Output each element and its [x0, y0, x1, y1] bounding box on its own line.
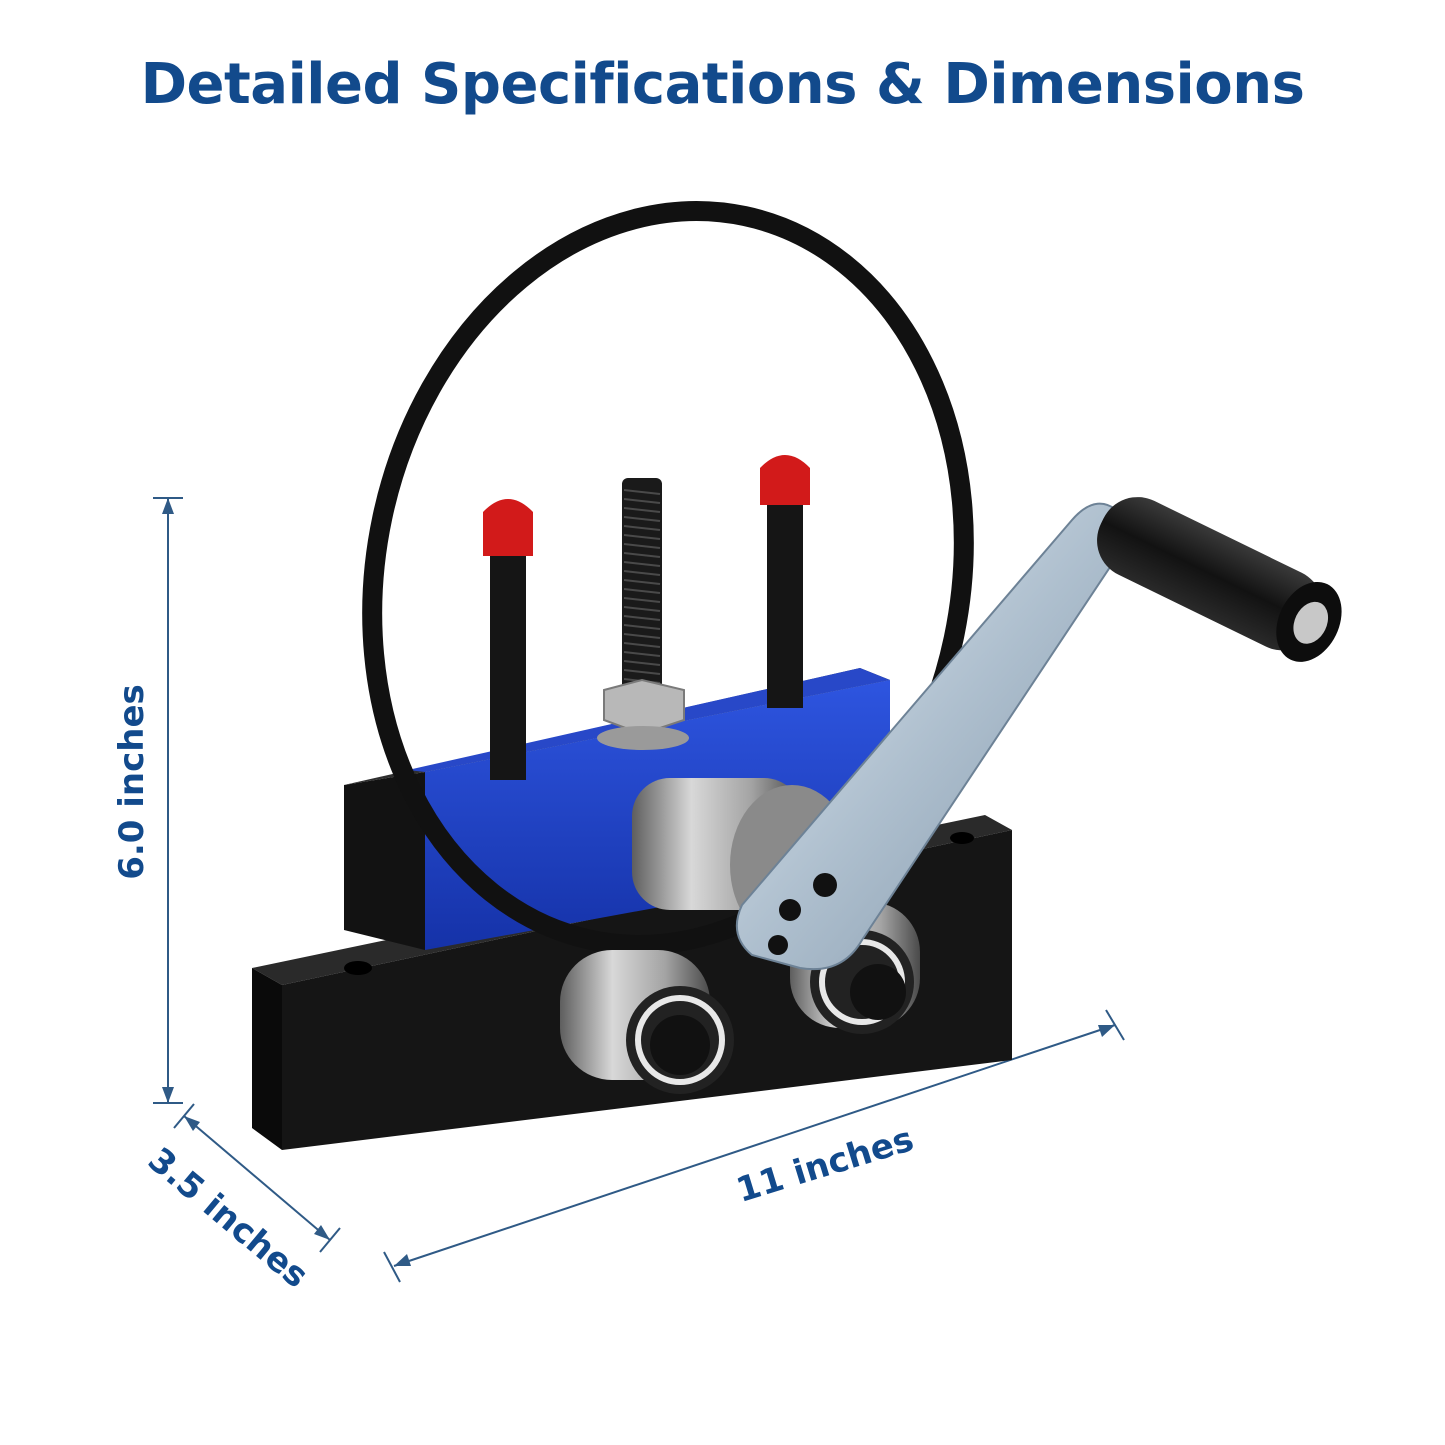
bolt-thread: [623, 543, 661, 549]
crank-grip-end-cap: [1293, 601, 1329, 644]
depth-dimension-line: [183, 1115, 331, 1241]
guide-pin-left: [483, 499, 533, 780]
width-dimension-cap-left: [383, 1251, 401, 1283]
crank-arm-plate: [735, 502, 1130, 971]
depth-arrow-top: [184, 1116, 200, 1131]
height-arrow-top: [162, 498, 174, 514]
bolt-thread: [623, 498, 661, 504]
guide-pin-right: [760, 455, 810, 708]
roller-left-hub: [650, 1015, 710, 1075]
base-mount-hole: [344, 961, 372, 975]
bolt-thread: [623, 615, 661, 621]
upper-bar-face: [344, 772, 425, 950]
bolt-thread: [623, 633, 661, 639]
metal-band-ring: [362, 201, 974, 955]
bolt-thread: [623, 525, 661, 531]
roller-left: [560, 950, 734, 1094]
bolt-washer: [597, 726, 689, 750]
bolt-thread: [623, 534, 661, 540]
bolt-thread: [623, 552, 661, 558]
bolt-thread: [623, 570, 661, 576]
height-arrow-bottom: [162, 1087, 174, 1103]
bolt-thread: [623, 516, 661, 522]
width-arrow-left: [394, 1254, 411, 1266]
pin-left-shaft: [490, 525, 526, 780]
roller-right-hub: [850, 964, 906, 1020]
bolt-thread: [623, 624, 661, 630]
crank-arm: [735, 502, 1130, 971]
dimension-arrow: [153, 497, 1125, 1283]
bolt-thread: [623, 588, 661, 594]
bolt-threads: [623, 489, 661, 684]
crank-grip-body: [1097, 497, 1324, 651]
crank-arm-bolt-2: [779, 899, 801, 921]
bolt-thread: [623, 489, 661, 495]
page-title: Detailed Specifications & Dimensions: [140, 52, 1305, 117]
roller-left-bearing-race: [635, 995, 725, 1085]
threaded-bolt: [597, 478, 689, 750]
bolt-thread: [623, 669, 661, 675]
bolt-nut: [603, 678, 685, 736]
bolt-thread: [623, 606, 661, 612]
crank-grip: [1097, 497, 1342, 662]
base-mount-hole-right: [950, 832, 974, 844]
bolt-thread: [623, 642, 661, 648]
base-block-side-face: [252, 968, 282, 1150]
width-dimension-line: [393, 1024, 1116, 1267]
crank-arm-bolt-3: [768, 935, 788, 955]
depth-arrow-bottom: [314, 1225, 330, 1240]
bolt-thread: [623, 660, 661, 666]
height-dimension-label: 6.0 inches: [112, 684, 152, 880]
crank-arm-bolt-1: [813, 873, 837, 897]
bolt-thread: [623, 597, 661, 603]
bolt-thread: [623, 507, 661, 513]
bolt-shaft: [622, 478, 662, 693]
bolt-thread: [623, 651, 661, 657]
bolt-thread: [623, 561, 661, 567]
bolt-thread: [623, 579, 661, 585]
width-arrow-right: [1098, 1025, 1115, 1037]
pin-left-cap: [483, 499, 533, 556]
pin-right-cap: [760, 455, 810, 505]
pin-right-shaft: [767, 480, 803, 708]
